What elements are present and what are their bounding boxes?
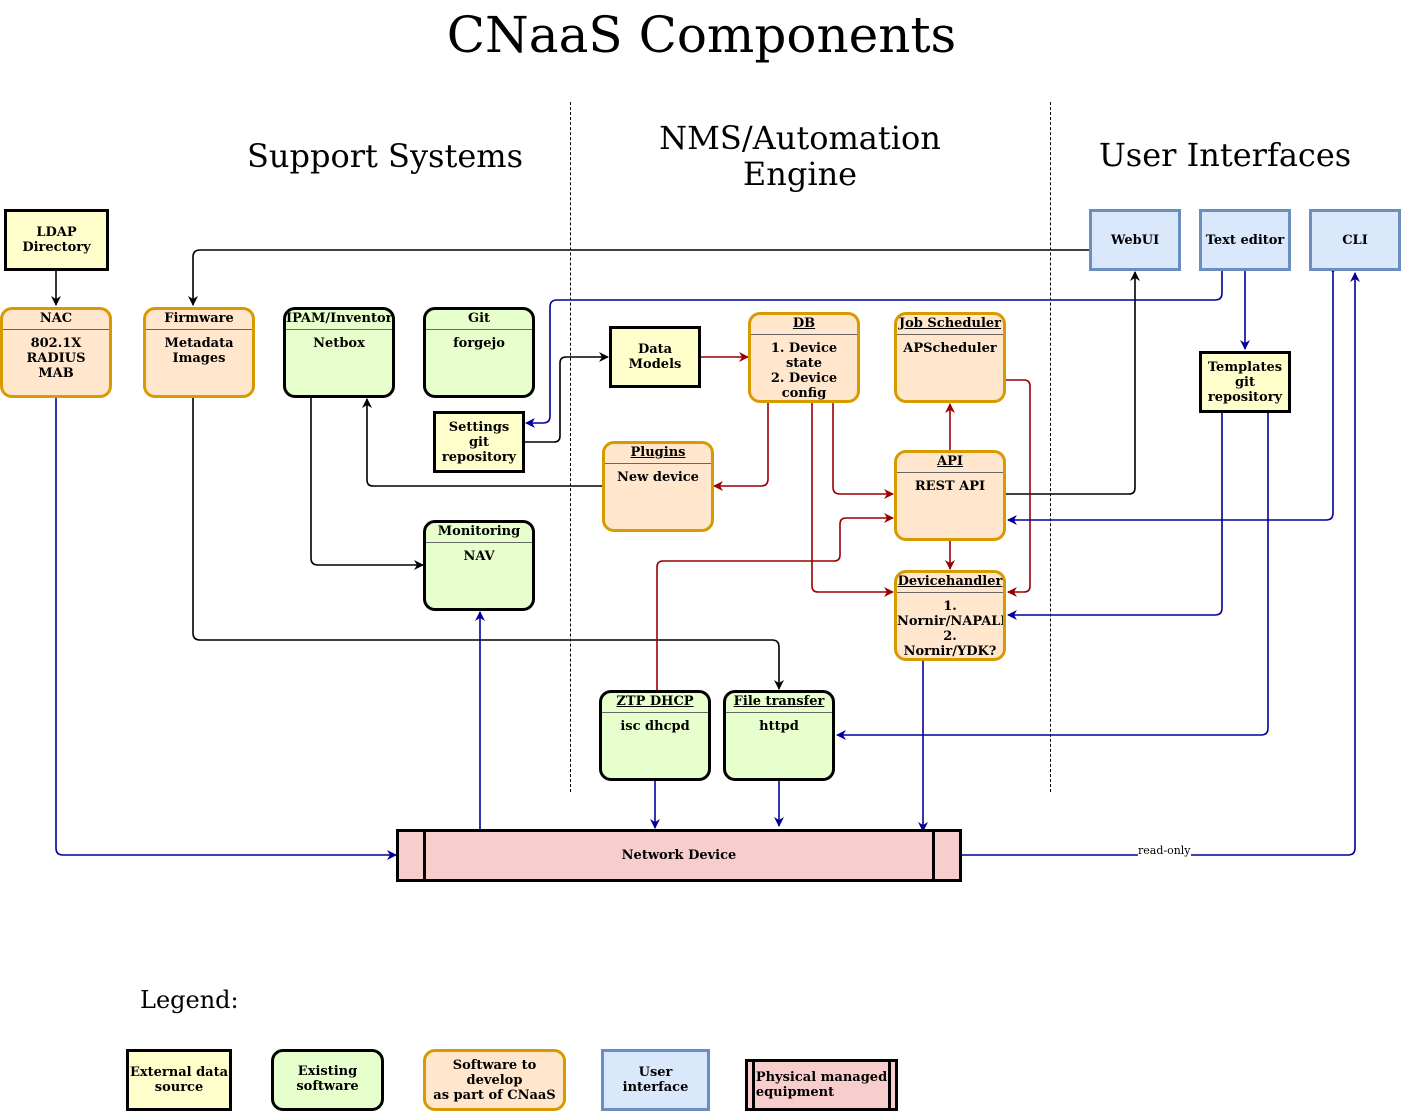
edge-db-api — [828, 395, 894, 499]
ztp-dhcp-node: ZTP DHCP isc dhcpd — [599, 690, 711, 781]
job-scheduler-node: Job Scheduler APScheduler — [894, 312, 1006, 403]
network-device-label: Network Device — [621, 848, 737, 863]
edge-templates-devicehandler — [1007, 413, 1223, 620]
edge-plugins-ipam — [362, 398, 603, 487]
legend-user-interface: User interface — [601, 1049, 710, 1111]
section-nms-automation: NMS/Automation Engine — [659, 119, 941, 193]
file-transfer-body: httpd — [759, 719, 799, 734]
read-only-label: read-only — [1138, 844, 1191, 857]
legend-external: External data source — [126, 1049, 232, 1111]
devicehandler-body: 1. Nornir/NAPALM 2. Nornir/YDK? — [897, 599, 1006, 659]
ldap-directory-node: LDAP Directory — [4, 209, 109, 271]
nac-body: 802.1X RADIUS MAB — [26, 336, 86, 381]
plugins-body: New device — [617, 470, 699, 485]
nac-node: NAC 802.1X RADIUS MAB — [0, 307, 112, 398]
ipam-node: IPAM/Inventory Netbox — [283, 307, 395, 398]
db-header: DB — [751, 315, 857, 335]
file-transfer-node: File transfer httpd — [723, 690, 835, 781]
section-user-interfaces: User Interfaces — [1098, 136, 1352, 174]
section-support-systems: Support Systems — [246, 137, 524, 175]
ipam-body: Netbox — [313, 336, 365, 351]
firmware-header: Firmware — [146, 310, 252, 330]
api-node: API REST API — [894, 450, 1006, 541]
file-transfer-header: File transfer — [726, 693, 832, 713]
ztp-dhcp-header: ZTP DHCP — [602, 693, 708, 713]
edge-api-webui — [997, 271, 1140, 499]
devicehandler-node: Devicehandler 1. Nornir/NAPALM 2. Nornir… — [894, 570, 1006, 661]
edge-firmware-webui — [188, 245, 1097, 306]
data-models-node: Data Models — [609, 326, 701, 388]
webui-node: WebUI — [1089, 209, 1181, 271]
plugins-header: Plugins — [605, 444, 711, 464]
monitoring-header: Monitoring — [426, 523, 532, 543]
edge-ipam-monitoring — [310, 398, 424, 570]
plugins-node: Plugins New device — [602, 441, 714, 532]
api-body: REST API — [914, 479, 986, 494]
network-device-inner-border — [423, 832, 935, 879]
cli-node: CLI — [1309, 209, 1401, 271]
edge-settings-datamodels — [524, 352, 609, 443]
divider-left — [570, 102, 571, 792]
git-node: Git forgejo — [423, 307, 535, 398]
monitoring-body: NAV — [463, 549, 495, 564]
edge-device-cli — [961, 272, 1360, 856]
git-header: Git — [426, 310, 532, 330]
templates-repo-node: Templates git repository — [1199, 351, 1291, 413]
git-body: forgejo — [453, 336, 505, 351]
edge-ztp-api — [656, 513, 894, 690]
legend-develop: Software to develop as part of CNaaS — [423, 1049, 566, 1111]
legend-physical: Physical managed equipment — [745, 1059, 898, 1111]
db-node: DB 1. Device state 2. Device config 3. R… — [748, 312, 860, 403]
edge-jobscheduler-devicehandler — [1006, 379, 1031, 597]
edge-firmware-filetransfer — [192, 397, 784, 690]
edge-db-plugins — [713, 403, 769, 491]
nac-header: NAC — [3, 310, 109, 330]
text-editor-node: Text editor — [1199, 209, 1291, 271]
ztp-dhcp-body: isc dhcpd — [620, 719, 690, 734]
api-header: API — [897, 453, 1003, 473]
db-body: 1. Device state 2. Device config 3. Rela… — [770, 341, 838, 401]
legend-title: Legend: — [140, 986, 239, 1014]
firmware-node: Firmware Metadata Images — [143, 307, 255, 398]
devicehandler-header: Devicehandler — [897, 573, 1003, 593]
job-scheduler-body: APScheduler — [903, 341, 997, 356]
firmware-body: Metadata Images — [164, 336, 234, 366]
legend-existing: Existing software — [271, 1049, 384, 1111]
diagram-title: CNaaS Components — [446, 6, 957, 64]
network-device-node: Network Device — [396, 829, 962, 882]
edge-nac-device — [55, 398, 397, 860]
edge-db-devicehandler — [807, 395, 894, 597]
edge-cli-api — [1007, 264, 1338, 525]
edge-templates-filetransfer — [836, 413, 1269, 740]
job-scheduler-header: Job Scheduler — [897, 315, 1003, 335]
legend-physical-inner-border — [752, 1062, 891, 1108]
settings-repo-node: Settings git repository — [433, 411, 525, 473]
monitoring-node: Monitoring NAV — [423, 520, 535, 611]
legend-physical-label: Physical managed equipment — [755, 1070, 888, 1100]
ipam-header: IPAM/Inventory — [286, 310, 392, 330]
